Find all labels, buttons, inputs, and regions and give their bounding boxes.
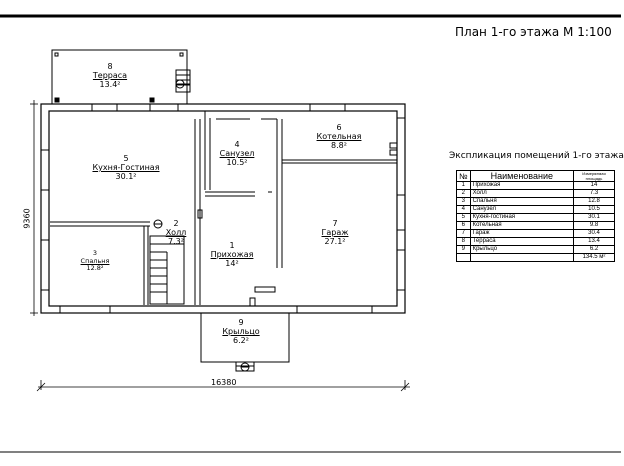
hall-stair bbox=[149, 219, 185, 305]
interior-walls bbox=[50, 111, 397, 307]
porch-outline bbox=[200, 313, 290, 372]
cell-no: 7 bbox=[456, 229, 471, 238]
room-name: Котельная bbox=[316, 132, 362, 141]
cell-no: 4 bbox=[456, 205, 471, 214]
cell-name: Гараж bbox=[469, 229, 575, 238]
cell-name: Котельная bbox=[469, 221, 575, 230]
room-area: 14² bbox=[225, 259, 239, 268]
cell-empty bbox=[456, 253, 471, 262]
room-name: Спальня bbox=[80, 256, 110, 265]
room-area: 13.4² bbox=[99, 80, 121, 89]
room-label-2: 2 Холл 7.3² bbox=[166, 219, 187, 246]
room-name: Гараж bbox=[321, 228, 349, 237]
header-area: Измеряемая площадь bbox=[573, 170, 615, 182]
room-label-7: 7 Гараж 27.1² bbox=[322, 219, 349, 246]
room-area: 6.2² bbox=[233, 336, 249, 345]
cell-no: 2 bbox=[456, 189, 471, 198]
cell-name: Кухня-гостиная bbox=[469, 213, 575, 222]
room-number: 6 bbox=[336, 123, 342, 132]
cell-empty bbox=[469, 253, 575, 262]
dimension-lines bbox=[30, 100, 410, 392]
room-label-5: 5 Кухня-Гостиная 30.1² bbox=[92, 154, 159, 181]
room-label-1: 1 Прихожая 14² bbox=[211, 241, 254, 268]
cell-area: 9.8 bbox=[573, 221, 615, 230]
explication-title: Экспликация помещений 1-го этажа bbox=[449, 151, 624, 161]
terrace-steps bbox=[175, 69, 191, 93]
room-number: 1 bbox=[229, 241, 235, 250]
room-label-8: 8 Терраса 13.4² bbox=[93, 62, 127, 89]
room-name: Кухня-Гостиная bbox=[92, 163, 160, 172]
room-label-3: 3 Спальня 12.8² bbox=[80, 249, 110, 273]
terrace-outline bbox=[51, 49, 188, 104]
cell-no: 8 bbox=[456, 237, 471, 246]
room-number: 4 bbox=[234, 140, 240, 149]
cell-name: Крыльцо bbox=[469, 245, 575, 254]
cell-name: Санузел bbox=[469, 205, 575, 214]
header-number: № bbox=[456, 170, 471, 182]
room-number: 5 bbox=[123, 154, 129, 163]
room-label-4: 4 Санузел 10.5² bbox=[220, 140, 255, 167]
room-area: 8.8² bbox=[331, 141, 347, 150]
cell-name: Прихожая bbox=[469, 181, 575, 190]
cell-total: 134.5 м² bbox=[573, 253, 615, 262]
cell-area: 10.5 bbox=[573, 205, 615, 214]
cell-area: 6.2 bbox=[573, 245, 615, 254]
room-name: Крыльцо bbox=[222, 327, 260, 336]
windows bbox=[41, 104, 405, 313]
room-name: Санузел bbox=[219, 149, 255, 158]
cell-area: 12.8 bbox=[573, 197, 615, 206]
cell-area: 30.1 bbox=[573, 213, 615, 222]
boiler-fixtures bbox=[389, 117, 405, 156]
room-name: Прихожая bbox=[210, 250, 254, 259]
room-area: 10.5² bbox=[226, 158, 248, 167]
room-name: Терраса bbox=[92, 71, 128, 80]
room-area: 7.3² bbox=[168, 237, 184, 246]
cell-area: 30.4 bbox=[573, 229, 615, 238]
room-number: 9 bbox=[238, 318, 244, 327]
table-total-row: 134.5 м² bbox=[456, 253, 615, 262]
cell-area: 14 bbox=[573, 181, 615, 190]
room-number: 2 bbox=[173, 219, 179, 228]
cell-area: 7.3 bbox=[573, 189, 615, 198]
room-area: 27.1² bbox=[324, 237, 346, 246]
width-dimension: 16380 bbox=[211, 378, 237, 387]
cell-no: 3 bbox=[456, 197, 471, 206]
cell-no: 1 bbox=[456, 181, 471, 190]
room-number: 7 bbox=[332, 219, 338, 228]
room-area: 12.8² bbox=[86, 264, 104, 272]
cell-area: 13.4 bbox=[573, 237, 615, 246]
table-header-row: № Наименование Измеряемая площадь bbox=[456, 170, 615, 182]
plan-title: План 1-го этажа М 1:100 bbox=[455, 25, 612, 39]
cell-name: Спальня bbox=[469, 197, 575, 206]
room-name: Холл bbox=[165, 228, 187, 237]
outer-walls bbox=[40, 103, 406, 314]
height-dimension: 9360 bbox=[22, 208, 32, 229]
cell-no: 5 bbox=[456, 213, 471, 222]
cell-name: Холл bbox=[469, 189, 575, 198]
room-label-9: 9 Крыльцо 6.2² bbox=[222, 318, 259, 345]
cell-no: 6 bbox=[456, 221, 471, 230]
cell-no: 9 bbox=[456, 245, 471, 254]
room-number: 8 bbox=[107, 62, 113, 71]
header-name: Наименование bbox=[469, 170, 575, 182]
room-number: 3 bbox=[92, 249, 98, 257]
room-label-6: 6 Котельная 8.8² bbox=[317, 123, 362, 150]
room-area: 30.1² bbox=[115, 172, 137, 181]
cell-name: Терраса bbox=[469, 237, 575, 246]
